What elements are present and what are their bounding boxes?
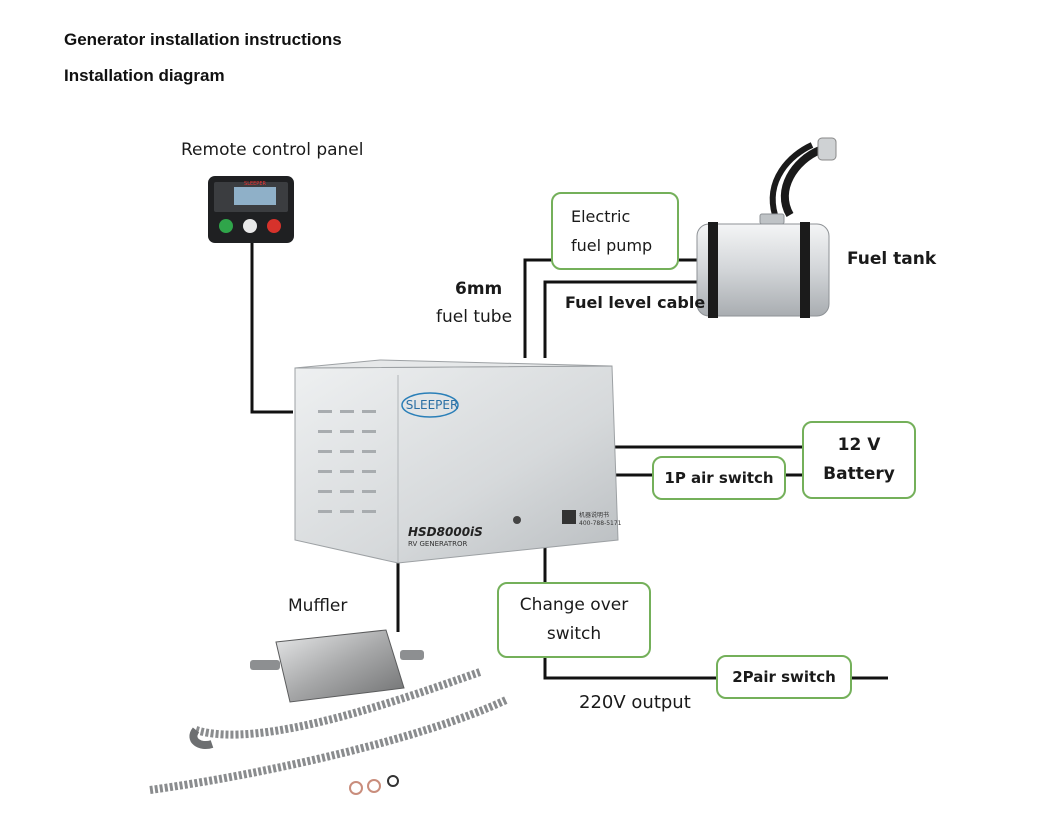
- brand-logo: [401, 392, 459, 418]
- exhaust-hoses: [149, 668, 508, 794]
- wire-remote-panel: [250, 243, 293, 414]
- page-subtitle: Installation diagram: [64, 66, 225, 85]
- electric-fuel-pump-line1: Electric: [571, 207, 631, 226]
- mode-button-icon: [243, 219, 257, 233]
- panel-screen: [234, 187, 276, 205]
- electric-fuel-pump-box: Electric fuel pump: [551, 192, 679, 270]
- fuel-level-cable-label: Fuel level cable: [565, 293, 706, 312]
- remote-control-panel-device: SLEEPER: [208, 176, 294, 243]
- generator-model-text: HSD8000iS: [408, 525, 483, 539]
- vent-slots: [318, 410, 376, 513]
- fuel-tube-size-label: 6mm: [455, 279, 503, 299]
- battery-voltage: 12 V: [837, 435, 881, 455]
- air-switch-box: 1P air switch: [652, 456, 786, 500]
- fuel-tank-label: Fuel tank: [847, 249, 937, 269]
- fuel-tank-hose: [780, 146, 822, 218]
- changeover-line1: Change over: [519, 595, 629, 615]
- qr-code-icon: [562, 510, 576, 524]
- start-button-icon: [219, 219, 233, 233]
- page-title: Generator installation instructions: [64, 30, 342, 49]
- panel-brand-text: SLEEPER: [244, 181, 266, 187]
- fuel-tube-label: fuel tube: [436, 307, 513, 327]
- qr-text-1: 机器说明书: [579, 511, 609, 519]
- wire-output: [543, 657, 717, 680]
- ground-screw-icon: [513, 516, 521, 524]
- gasket-rings: [349, 775, 399, 795]
- qr-text-2: 400-788-5171: [579, 520, 622, 527]
- battery-label: Battery: [823, 464, 895, 484]
- generator-model-sub-text: RV GENERATROR: [408, 540, 467, 548]
- generator-unit: SLEEPER HSD8000iS RV GENERATROR 机器说明书 40…: [294, 359, 622, 564]
- muffler-label: Muffler: [288, 596, 348, 616]
- generator-brand-text: SLEEPER: [406, 398, 459, 412]
- pair-switch-box: 2Pair switch: [716, 655, 852, 699]
- battery-box: 12 V Battery: [802, 421, 916, 499]
- output-label: 220V output: [579, 692, 691, 713]
- changeover-line2: switch: [546, 624, 602, 644]
- stop-button-icon: [267, 219, 281, 233]
- electric-fuel-pump-line2: fuel pump: [571, 236, 653, 255]
- remote-control-panel-label: Remote control panel: [181, 140, 364, 160]
- air-switch-label: 1P air switch: [664, 469, 774, 487]
- wire-lines: [250, 243, 888, 680]
- muffler-device: [250, 629, 424, 703]
- wire-fuel-tube: [523, 258, 552, 358]
- pair-switch-label: 2Pair switch: [732, 668, 836, 686]
- fuel-tank-device: [696, 137, 837, 318]
- wire-fuel-level: [543, 280, 703, 358]
- changeover-switch-box: Change over switch: [497, 582, 651, 658]
